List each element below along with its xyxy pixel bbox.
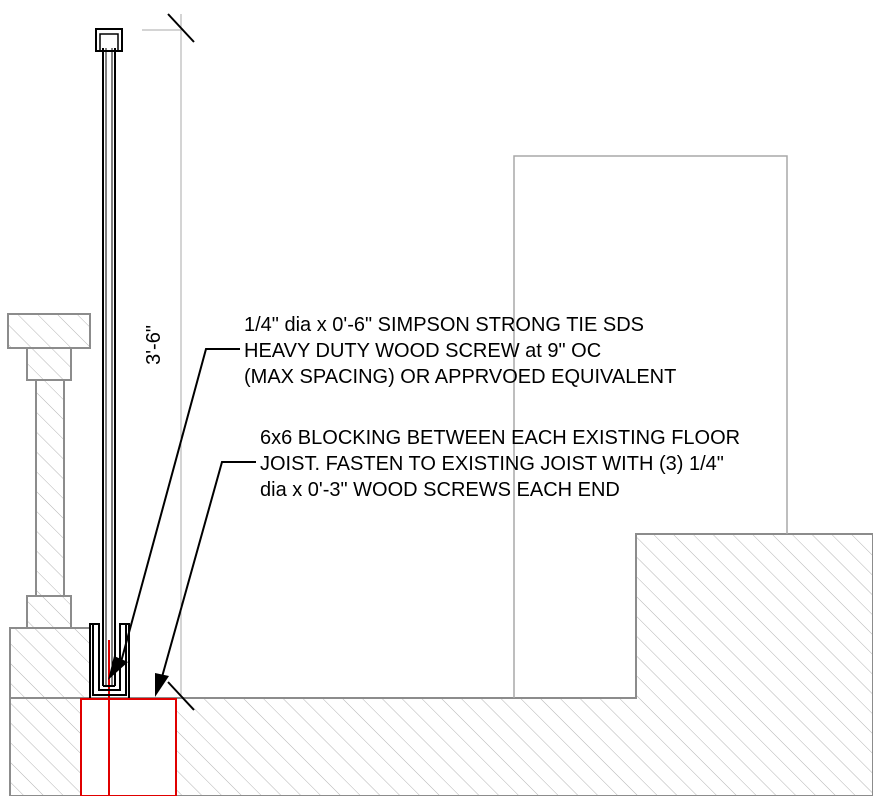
note-blocking-line-1: 6x6 BLOCKING BETWEEN EACH EXISTING FLOOR <box>260 427 740 449</box>
blocking-6x6 <box>80 698 177 796</box>
existing-curb <box>9 627 91 699</box>
note-screw-line-1: 1/4" dia x 0'-6" SIMPSON STRONG TIE SDS <box>244 314 644 336</box>
leader-blocking <box>155 461 256 697</box>
existing-opening-outline <box>513 155 788 698</box>
note-screw-line-3: (MAX SPACING) OR APPRVOED EQUIVALENT <box>244 366 676 388</box>
glass-panel <box>102 48 116 687</box>
note-screw-line-2: HEAVY DUTY WOOD SCREW at 9" OC <box>244 340 601 362</box>
note-blocking: 6x6 BLOCKING BETWEEN EACH EXISTING FLOOR… <box>260 427 740 501</box>
note-screw: 1/4" dia x 0'-6" SIMPSON STRONG TIE SDS … <box>244 314 676 388</box>
dimension-3-6: 3'-6" <box>142 13 195 711</box>
existing-baluster <box>7 313 91 629</box>
base-shoe <box>89 623 130 698</box>
existing-floor <box>9 533 873 796</box>
note-blocking-line-3: dia x 0'-3" WOOD SCREWS EACH END <box>260 479 620 501</box>
note-blocking-line-2: JOIST. FASTEN TO EXISTING JOIST WITH (3)… <box>260 453 724 475</box>
dimension-label: 3'-6" <box>143 325 165 365</box>
top-cap-rail <box>95 28 123 52</box>
leader-screw <box>108 348 240 680</box>
